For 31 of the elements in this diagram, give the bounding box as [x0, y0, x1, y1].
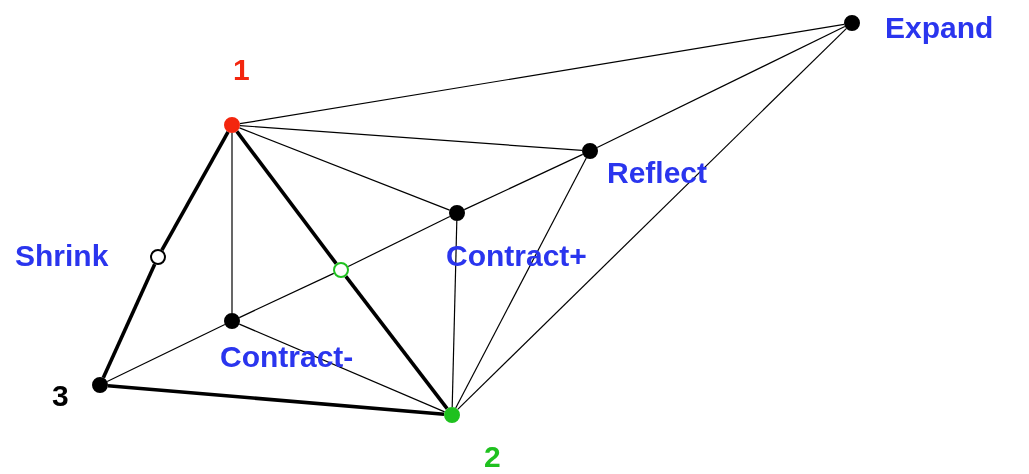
connector-line	[596, 25, 846, 149]
point-marker	[449, 205, 465, 221]
connector-line	[107, 383, 445, 417]
hollow-point-marker	[150, 249, 166, 265]
connector-line	[344, 275, 449, 410]
point-marker	[582, 143, 598, 159]
point-label: Expand	[885, 13, 994, 43]
connector-line	[101, 263, 157, 379]
point-marker	[92, 377, 108, 393]
connector-line	[457, 28, 847, 410]
point-marker	[844, 15, 860, 31]
point-label: 1	[233, 55, 250, 85]
connector-line	[463, 153, 584, 211]
connector-line	[455, 157, 587, 409]
point-marker	[224, 117, 240, 133]
connector-line	[238, 127, 451, 211]
connector-line	[238, 272, 335, 319]
connector-line	[160, 131, 230, 251]
connector-line	[231, 132, 233, 314]
connector-line	[106, 323, 226, 383]
connector-line	[239, 23, 845, 125]
point-label: 2	[484, 442, 501, 472]
point-label: Shrink	[15, 241, 109, 271]
point-label: 3	[52, 381, 69, 411]
point-marker	[444, 407, 460, 423]
hollow-point-marker	[333, 262, 349, 278]
connector-line	[451, 220, 458, 408]
connector-line	[235, 130, 338, 265]
connector-line	[347, 215, 451, 268]
point-marker	[224, 313, 240, 329]
connector-line	[239, 125, 583, 151]
